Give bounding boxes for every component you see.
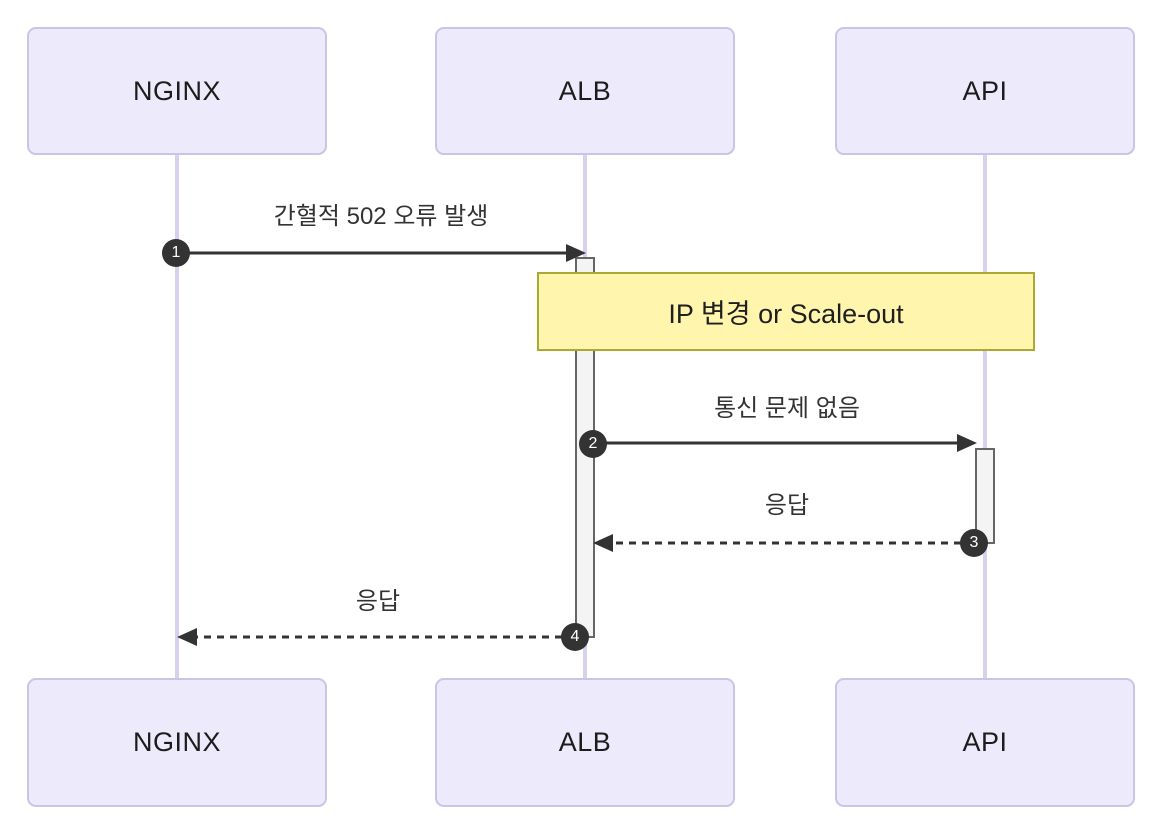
actor-label: NGINX xyxy=(132,727,221,757)
message-1-label: 간혈적 502 오류 발생 xyxy=(273,203,489,230)
arrowhead-left-icon xyxy=(177,628,197,646)
message-2-arrow xyxy=(593,434,977,452)
message-1-seq-badge: 1 xyxy=(162,239,190,267)
actor-bottom-api: API xyxy=(835,678,1135,807)
seq-number: 4 xyxy=(570,628,580,645)
actor-label: ALB xyxy=(558,727,612,757)
seq-number: 2 xyxy=(588,435,598,452)
arrowhead-left-icon xyxy=(593,534,613,552)
note-text: IP 변경 or Scale-out xyxy=(668,299,904,329)
message-4-seq-badge: 4 xyxy=(561,623,589,651)
message-3-seq-badge: 3 xyxy=(960,529,988,557)
actor-label: API xyxy=(962,75,1008,106)
lifeline-nginx xyxy=(175,155,179,678)
message-2-label: 통신 문제 없음 xyxy=(714,395,860,422)
actor-label: ALB xyxy=(558,75,612,106)
message-3-label: 응답 xyxy=(764,492,810,519)
message-3-arrow xyxy=(593,534,974,552)
message-2-seq-badge: 2 xyxy=(579,430,607,458)
actor-top-alb: ALB xyxy=(435,27,735,155)
actor-top-nginx: NGINX xyxy=(27,27,327,155)
arrowhead-right-icon xyxy=(566,244,586,262)
actor-top-api: API xyxy=(835,27,1135,155)
message-1-arrow xyxy=(177,244,586,262)
arrowhead-right-icon xyxy=(957,434,977,452)
seq-number: 1 xyxy=(171,244,181,261)
note-box: IP 변경 or Scale-out xyxy=(537,272,1035,351)
actor-bottom-nginx: NGINX xyxy=(27,678,327,807)
actor-label: NGINX xyxy=(132,75,221,106)
seq-number: 3 xyxy=(969,534,979,551)
actor-bottom-alb: ALB xyxy=(435,678,735,807)
lifeline-api xyxy=(983,155,987,678)
message-4-arrow xyxy=(177,628,575,646)
message-4-label: 응답 xyxy=(355,588,401,615)
actor-label: API xyxy=(962,727,1008,757)
